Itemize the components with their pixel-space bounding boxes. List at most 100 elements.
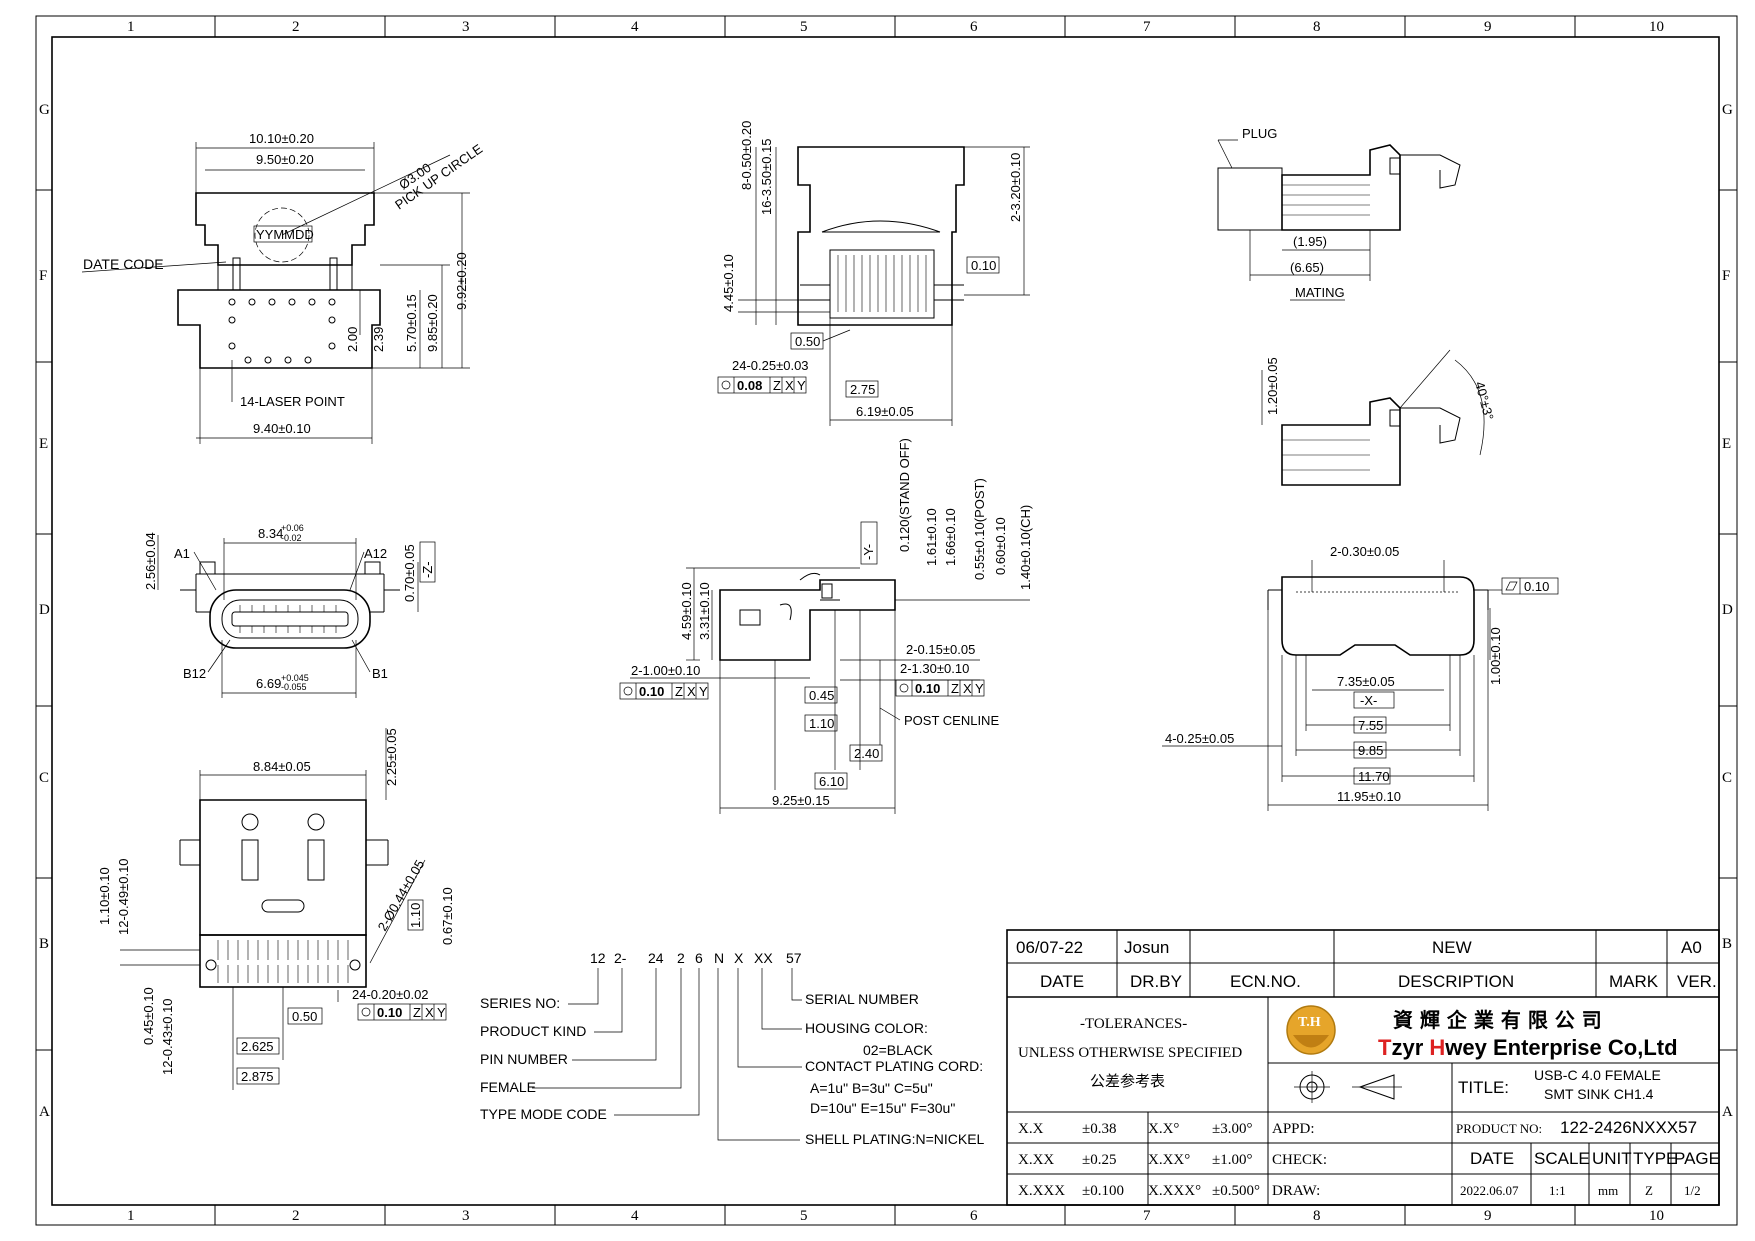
svg-text:2: 2	[677, 950, 685, 966]
bottom-view: 8.84±0.05 2.25±0.05 1.10±0.10 12-0.49±0.…	[97, 728, 455, 1090]
svg-text:2.39: 2.39	[371, 327, 386, 352]
svg-text:24-0.25±0.03: 24-0.25±0.03	[732, 358, 809, 373]
svg-text:X.XXX°: X.XXX°	[1148, 1183, 1201, 1199]
svg-text:Z: Z	[413, 1005, 421, 1020]
svg-text:6.19±0.05: 6.19±0.05	[856, 404, 914, 419]
svg-text:HOUSING COLOR:: HOUSING COLOR:	[805, 1020, 928, 1036]
svg-text:8-0.50±0.20: 8-0.50±0.20	[739, 121, 754, 190]
svg-text:SERIAL NUMBER: SERIAL NUMBER	[805, 991, 919, 1007]
row-ticks	[36, 189, 1737, 1051]
svg-text:F: F	[1722, 268, 1730, 284]
svg-text:X: X	[687, 684, 696, 699]
svg-text:B12: B12	[183, 666, 206, 681]
svg-text:02=BLACK: 02=BLACK	[863, 1042, 933, 1058]
svg-text:A=1u" B=3u" C=5u": A=1u" B=3u" C=5u"	[810, 1080, 933, 1096]
svg-text:-Z-: -Z-	[420, 561, 435, 578]
svg-text:mm: mm	[1598, 1183, 1618, 1198]
svg-text:G: G	[1722, 102, 1733, 118]
svg-text:X: X	[425, 1005, 434, 1020]
svg-text:7.35±0.05: 7.35±0.05	[1337, 674, 1395, 689]
svg-text:±0.500°: ±0.500°	[1212, 1183, 1260, 1199]
svg-text:FEMALE: FEMALE	[480, 1079, 536, 1095]
svg-text:1.40±0.10(CH): 1.40±0.10(CH)	[1018, 505, 1033, 590]
top-view: YYMMDD 10.10±0.20 9.50±0.20 9.40±0.10 9.…	[81, 131, 485, 444]
end-view: 2-0.30±0.05 0.10 1.00±0.10 7.35±0.05 -X-…	[1162, 544, 1559, 811]
svg-text:PIN NUMBER: PIN NUMBER	[480, 1051, 568, 1067]
flatness-fcf: 0.10	[1501, 577, 1559, 595]
svg-text:-TOLERANCES-: -TOLERANCES-	[1080, 1016, 1187, 1032]
svg-text:±0.25: ±0.25	[1082, 1152, 1116, 1168]
svg-text:0.45: 0.45	[809, 688, 834, 703]
svg-text:Y: Y	[975, 681, 984, 696]
svg-text:-Y-: -Y-	[861, 544, 876, 560]
fcf-bottom: 0.10 Z X Y	[357, 1003, 447, 1021]
svg-text:C: C	[1722, 770, 1732, 786]
svg-text:5.70±0.15: 5.70±0.15	[404, 294, 419, 352]
fcf-section: 0.08 Z X Y	[717, 376, 807, 394]
side-view: 4.59±0.10 3.31±0.10 -Y- 0.120(STAND OFF)…	[619, 438, 1033, 814]
svg-text:5: 5	[800, 19, 808, 35]
svg-text:N: N	[714, 950, 724, 966]
svg-text:0.10: 0.10	[971, 258, 996, 273]
svg-text:0.55±0.10(POST): 0.55±0.10(POST)	[972, 478, 987, 580]
front-view: 8.34 +0.06 -0.02 6.69 +0.045 -0.055 2.56…	[143, 523, 436, 698]
svg-text:Y: Y	[437, 1005, 446, 1020]
svg-text:122-2426NXXX57: 122-2426NXXX57	[1560, 1118, 1697, 1137]
svg-text:7: 7	[1143, 1208, 1151, 1224]
svg-text:2-0.15±0.05: 2-0.15±0.05	[906, 642, 975, 657]
svg-text:7.55: 7.55	[1358, 718, 1383, 733]
svg-text:9.85: 9.85	[1358, 743, 1383, 758]
svg-text:1.61±0.10: 1.61±0.10	[924, 508, 939, 566]
svg-text:X.XX: X.XX	[1018, 1152, 1054, 1168]
svg-text:X: X	[963, 681, 972, 696]
svg-text:D: D	[1722, 602, 1733, 618]
svg-text:A: A	[1722, 1104, 1733, 1120]
svg-text:1: 1	[127, 1208, 135, 1224]
svg-text:16-3.50±0.15: 16-3.50±0.15	[759, 138, 774, 215]
svg-text:±1.00°: ±1.00°	[1212, 1152, 1252, 1168]
svg-text:2.875: 2.875	[241, 1069, 274, 1084]
svg-text:D=10u" E=15u" F=30u": D=10u" E=15u" F=30u"	[810, 1100, 955, 1116]
svg-text:DESCRIPTION: DESCRIPTION	[1398, 972, 1514, 991]
svg-text:+0.045: +0.045	[281, 673, 309, 683]
svg-text:PLUG: PLUG	[1242, 126, 1277, 141]
svg-text:E: E	[1722, 436, 1731, 452]
svg-text:2.75: 2.75	[850, 382, 875, 397]
svg-text:9.25±0.15: 9.25±0.15	[772, 793, 830, 808]
svg-text:UNLESS OTHERWISE SPECIFIED: UNLESS OTHERWISE SPECIFIED	[1018, 1045, 1242, 1061]
svg-text:9.50±0.20: 9.50±0.20	[256, 152, 314, 167]
svg-text:1.20±0.05: 1.20±0.05	[1265, 357, 1280, 415]
angle-view: 1.20±0.05 40°±3°	[1261, 349, 1497, 486]
svg-text:X.XXX: X.XXX	[1018, 1183, 1065, 1199]
svg-text:40°±3°: 40°±3°	[1472, 380, 1497, 422]
svg-text:APPD:: APPD:	[1272, 1121, 1315, 1137]
svg-text:1/2: 1/2	[1684, 1183, 1701, 1198]
svg-text:10: 10	[1649, 1208, 1664, 1224]
svg-text:1: 1	[127, 19, 135, 35]
svg-text:(1.95): (1.95)	[1293, 234, 1327, 249]
svg-text:D: D	[39, 602, 50, 618]
projection-symbol-icon	[1294, 1071, 1402, 1103]
svg-text:XX: XX	[754, 950, 773, 966]
svg-text:Z: Z	[773, 378, 781, 393]
svg-text:+0.06: +0.06	[281, 523, 304, 533]
svg-text:57: 57	[786, 950, 802, 966]
svg-text:1.00±0.10: 1.00±0.10	[1488, 627, 1503, 685]
svg-text:24: 24	[648, 950, 664, 966]
svg-text:POST CENLINE: POST CENLINE	[904, 713, 999, 728]
svg-text:0.10: 0.10	[1524, 579, 1549, 594]
svg-text:6.69: 6.69	[256, 676, 281, 691]
svg-text:UNIT: UNIT	[1592, 1149, 1632, 1168]
svg-text:SERIES NO:: SERIES NO:	[480, 995, 560, 1011]
svg-text:1.66±0.10: 1.66±0.10	[943, 508, 958, 566]
svg-text:6: 6	[970, 19, 978, 35]
svg-text:0.45±0.10: 0.45±0.10	[141, 987, 156, 1045]
svg-text:VER.: VER.	[1677, 972, 1717, 991]
svg-text:DATE CODE: DATE CODE	[83, 256, 164, 272]
svg-text:X: X	[734, 950, 744, 966]
svg-text:2-3.20±0.10: 2-3.20±0.10	[1008, 153, 1023, 222]
svg-text:4.45±0.10: 4.45±0.10	[721, 254, 736, 312]
svg-text:±0.38: ±0.38	[1082, 1121, 1116, 1137]
svg-text:0.10: 0.10	[377, 1005, 402, 1020]
svg-text:0.67±0.10: 0.67±0.10	[440, 887, 455, 945]
